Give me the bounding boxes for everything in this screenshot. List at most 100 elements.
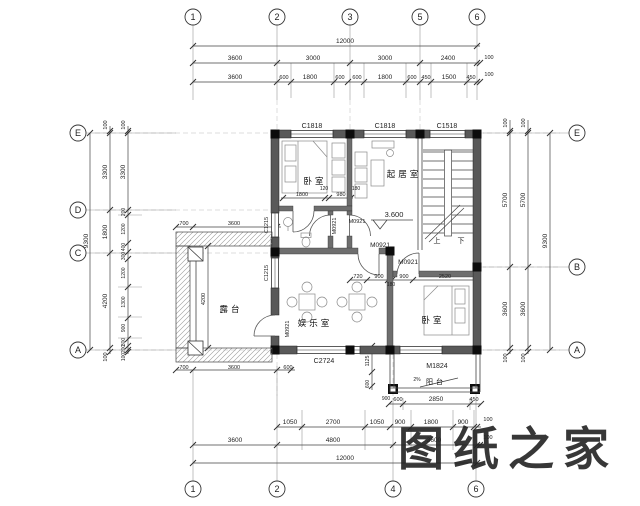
svg-text:100: 100 — [503, 353, 509, 362]
svg-text:300: 300 — [121, 252, 127, 261]
dim-top-total: 12000 — [336, 38, 354, 45]
svg-text:900: 900 — [121, 324, 127, 333]
structural-columns — [270, 129, 482, 394]
door-label-m0921-hall: M0921 — [370, 242, 390, 249]
svg-text:5700: 5700 — [502, 192, 509, 207]
room-entertainment: 娱乐室 — [298, 318, 333, 328]
window-label-c1518: C1518 — [437, 123, 458, 130]
svg-text:3000: 3000 — [306, 55, 321, 62]
svg-text:900: 900 — [399, 274, 408, 280]
door-label-m0921-bath: M0921 — [332, 218, 338, 235]
svg-text:2700: 2700 — [326, 419, 341, 426]
watermark-text: 图纸之家 — [398, 423, 618, 475]
slope-text: 2% — [413, 377, 421, 383]
room-labels: 卧室 起居室 露台 娱乐室 卧室 阳台 — [219, 169, 446, 386]
svg-text:4200: 4200 — [102, 293, 109, 308]
staircase — [423, 149, 473, 243]
axis-right-a: A — [574, 345, 580, 355]
svg-text:3000: 3000 — [378, 55, 393, 62]
dimension-texts: 12000 3600 3000 3000 2400 100 3600 600 1… — [83, 38, 549, 462]
axis-top-2: 2 — [274, 12, 279, 22]
svg-text:100: 100 — [121, 120, 127, 129]
doors — [253, 210, 420, 337]
level-text: 3.600 — [385, 210, 404, 219]
svg-text:180: 180 — [352, 186, 361, 192]
svg-text:3300: 3300 — [102, 164, 109, 179]
svg-text:1050: 1050 — [370, 419, 385, 426]
dim-left-total: 9300 — [83, 233, 90, 248]
svg-text:2400: 2400 — [441, 55, 456, 62]
svg-text:900: 900 — [382, 396, 391, 402]
door-label-m0921-bedroom: M0921 — [398, 259, 418, 266]
svg-text:600: 600 — [279, 75, 288, 81]
svg-text:600: 600 — [407, 75, 416, 81]
interior-walls — [278, 137, 474, 347]
svg-text:900: 900 — [458, 419, 469, 426]
window-label-c2724: C2724 — [314, 358, 335, 365]
svg-text:100: 100 — [484, 55, 493, 61]
axis-numbers: 1 2 3 5 6 1 2 4 6 E D C A E B A — [75, 12, 580, 494]
axis-bottom-2: 2 — [274, 484, 279, 494]
svg-text:1800: 1800 — [102, 224, 109, 239]
svg-text:120: 120 — [320, 186, 329, 192]
dim-bottom-total: 12000 — [336, 455, 354, 462]
svg-text:1800: 1800 — [378, 74, 393, 81]
svg-text:100: 100 — [483, 417, 492, 423]
terrace-parapet — [175, 231, 273, 363]
opening-labels: C1818 C1818 C1518 C1215 C1215 M0921 M092… — [264, 123, 457, 370]
svg-text:450: 450 — [466, 75, 475, 81]
room-balcony: 阳台 — [426, 377, 446, 386]
axis-right-b: B — [574, 262, 580, 272]
svg-text:450: 450 — [469, 397, 478, 403]
svg-text:600: 600 — [335, 75, 344, 81]
svg-text:1200: 1200 — [121, 223, 127, 234]
svg-text:700: 700 — [179, 221, 188, 227]
svg-text:1050: 1050 — [283, 419, 298, 426]
svg-text:100: 100 — [521, 353, 527, 362]
svg-text:100: 100 — [503, 118, 509, 127]
axis-bubbles — [69, 8, 586, 498]
balcony-railing — [389, 354, 481, 393]
dim-right-total: 9300 — [542, 233, 549, 248]
svg-text:100: 100 — [483, 435, 492, 441]
stair-down-text: 下 — [458, 237, 465, 245]
svg-text:3600: 3600 — [228, 365, 240, 371]
windows — [271, 130, 466, 354]
svg-text:700: 700 — [179, 365, 188, 371]
svg-text:3600: 3600 — [427, 437, 442, 444]
svg-text:600: 600 — [283, 365, 292, 371]
axis-top-3: 3 — [347, 12, 352, 22]
svg-text:600: 600 — [365, 380, 371, 389]
svg-text:600: 600 — [393, 397, 402, 403]
axis-left-d: D — [75, 205, 82, 215]
room-terrace: 露台 — [219, 304, 242, 314]
svg-text:2850: 2850 — [429, 396, 444, 403]
dimension-lines — [86, 42, 554, 467]
svg-text:1800: 1800 — [424, 419, 439, 426]
window-label-c1215-2: C1215 — [264, 265, 270, 281]
window-label-c1818-1: C1818 — [302, 123, 323, 130]
axis-bottom-1: 1 — [190, 484, 195, 494]
svg-text:2520: 2520 — [439, 274, 451, 280]
svg-text:100: 100 — [103, 120, 109, 129]
svg-text:180: 180 — [387, 282, 396, 288]
room-living: 起居室 — [387, 169, 422, 179]
svg-text:1500: 1500 — [442, 74, 457, 81]
axis-top-5: 5 — [417, 12, 422, 22]
stair-up-text: 上 — [434, 236, 441, 245]
svg-text:720: 720 — [353, 274, 362, 280]
svg-text:3600: 3600 — [228, 55, 243, 62]
door-label-m0921-terrace: M0921 — [285, 321, 291, 338]
window-label-c1818-2: C1818 — [375, 123, 396, 130]
room-bedroom-bottom: 卧室 — [421, 315, 444, 325]
svg-text:600: 600 — [352, 75, 361, 81]
axis-bottom-4: 4 — [390, 484, 395, 494]
svg-text:100: 100 — [103, 352, 109, 361]
svg-text:1800: 1800 — [296, 192, 308, 198]
svg-text:900: 900 — [395, 419, 406, 426]
annotation-texts: 3.600 上 下 2% — [385, 210, 465, 383]
svg-text:1200: 1200 — [121, 267, 127, 278]
svg-text:1125: 1125 — [365, 355, 371, 366]
